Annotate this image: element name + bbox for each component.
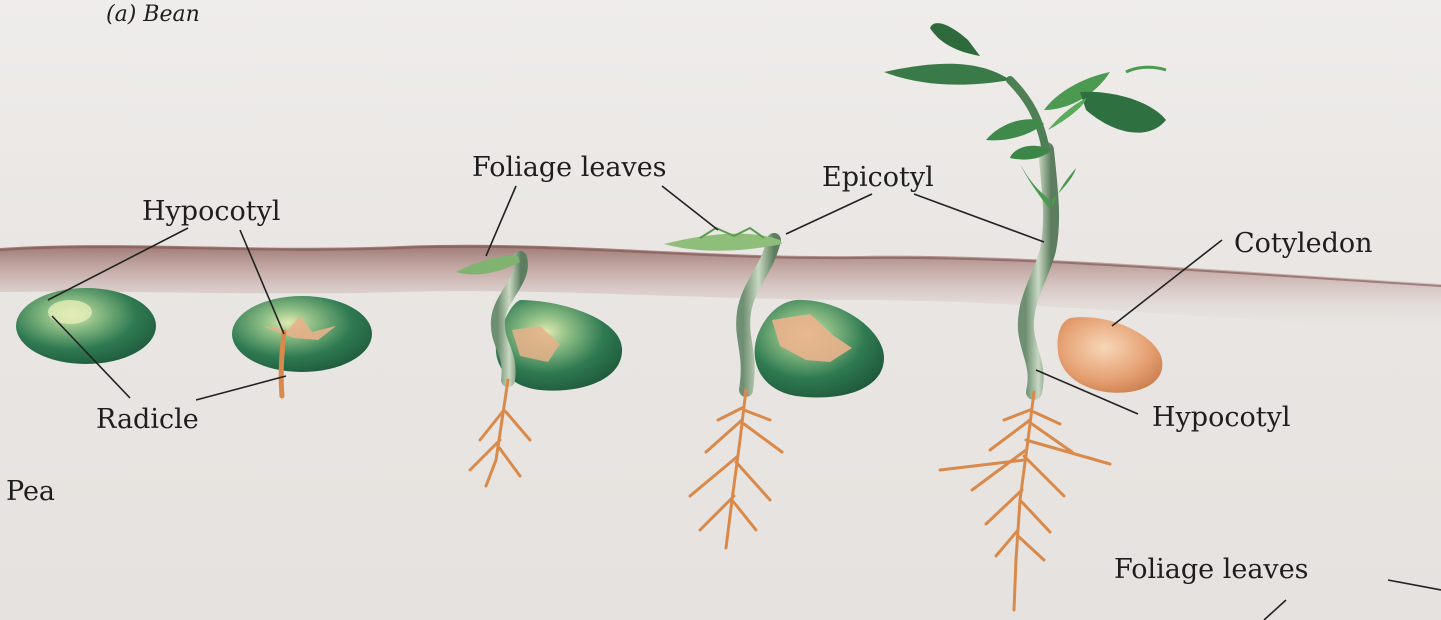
- label-epicotyl: Epicotyl: [822, 164, 934, 191]
- label-cotyledon: Cotyledon: [1234, 230, 1373, 257]
- leader-foliage-bottom-b: [1264, 600, 1286, 620]
- label-foliage-leaves-bottom: Foliage leaves: [1114, 556, 1309, 583]
- seed-stage-2: [232, 296, 372, 396]
- panel-label: (a) Bean: [106, 4, 200, 26]
- label-pea: Pea: [6, 478, 55, 505]
- soil-surface: [0, 245, 1441, 330]
- leader-foliage-bottom-a: [1388, 580, 1441, 590]
- label-hypocotyl-right: Hypocotyl: [1152, 404, 1290, 431]
- leader-radicle-b: [196, 376, 286, 400]
- label-hypocotyl-left: Hypocotyl: [142, 198, 280, 225]
- leader-epicotyl-left: [786, 194, 872, 234]
- leader-foliage-right: [662, 186, 718, 230]
- label-radicle: Radicle: [96, 406, 199, 433]
- label-foliage-leaves-top: Foliage leaves: [472, 154, 667, 181]
- leader-epicotyl-right: [914, 194, 1044, 242]
